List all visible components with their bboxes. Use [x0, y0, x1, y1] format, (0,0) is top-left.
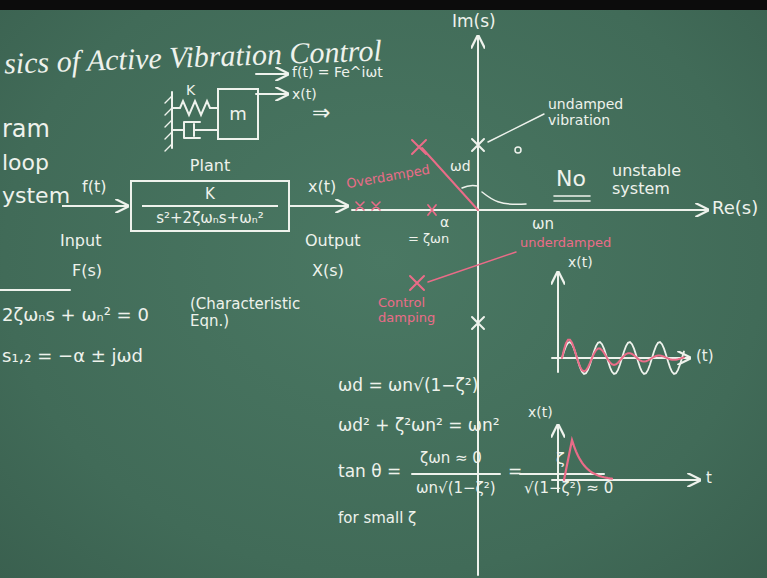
- chalk-label: s₁,₂ = −α ± jωd: [2, 346, 143, 367]
- chalk-label: K: [186, 82, 195, 98]
- pole-mark: [410, 276, 424, 290]
- chalk-label: f(t) = Fe^iωt: [292, 64, 383, 80]
- real-axis: [352, 209, 708, 211]
- chalk-label: ωd = ωn√(1−ζ²): [338, 376, 478, 396]
- chalk-label: ystem: [2, 183, 70, 208]
- pole-mark: [412, 140, 426, 154]
- chalk-label: √(1−ζ²) ≈ 0: [524, 480, 613, 497]
- chalk-label: Re(s): [712, 198, 758, 219]
- chalk-label: ωd: [450, 158, 471, 174]
- chalk-label: Input: [60, 232, 101, 250]
- chalk-label: ram: [2, 116, 50, 144]
- chalk-label: x(t): [292, 86, 317, 102]
- chalk-label: 2ζωₙs + ωₙ² = 0: [2, 305, 149, 326]
- underline: [554, 195, 590, 197]
- chalk-label: x(t): [528, 404, 553, 420]
- node-text: m: [219, 103, 257, 125]
- pole-mark: [356, 202, 380, 210]
- pink-chalk-label: Control damping: [378, 296, 452, 326]
- chalk-label: for small ζ: [338, 510, 416, 527]
- plant-box: PlantKs²+2ζωₙs+ωₙ²: [130, 180, 290, 232]
- chalk-label: x(t): [568, 254, 593, 270]
- chalk-label: Im(s): [452, 12, 496, 32]
- mass-box: m: [217, 88, 259, 140]
- chalk-dot: [515, 147, 521, 153]
- chalk-label: = ζωn: [408, 232, 449, 247]
- fraction-bar: [412, 473, 500, 475]
- leader-line: [488, 114, 544, 142]
- chalk-curve: [482, 192, 526, 204]
- block-heading: Plant: [132, 156, 288, 175]
- signal-arrow: [290, 205, 348, 207]
- chalk-label: ωd² + ζ²ωn² = ωn²: [338, 416, 500, 436]
- pole-mark: [472, 139, 484, 151]
- chalk-label: (Characteristic Eqn.): [190, 296, 300, 331]
- underline: [554, 200, 590, 202]
- chalk-label: F(s): [72, 262, 102, 280]
- pole-vector: [422, 148, 478, 210]
- chalk-label: ζ: [556, 450, 565, 468]
- divider-rule: [0, 289, 70, 291]
- displacement-arrow: [256, 93, 288, 95]
- node-text: K: [132, 185, 288, 203]
- damper-symbol: [172, 122, 217, 138]
- chalk-label: ωn√(1−ζ²): [416, 480, 496, 497]
- chalk-label: t: [706, 470, 712, 487]
- chalk-label: unstable system: [612, 162, 696, 199]
- node-text: s²+2ζωₙs+ωₙ²: [132, 209, 288, 227]
- angle-arc: [462, 185, 478, 188]
- chalk-label: ωn: [532, 216, 554, 233]
- chalk-label: α: [440, 214, 449, 230]
- force-arrow: [256, 73, 288, 75]
- chalk-label: undamped vibration: [548, 96, 644, 128]
- pink-chalk-label: Overdamped: [345, 163, 431, 192]
- pole-mark: [472, 317, 484, 329]
- top-band: [0, 0, 767, 10]
- decay-curve: [564, 440, 612, 480]
- pink-chalk-label: underdamped: [520, 236, 611, 251]
- fraction-bar: [142, 205, 278, 207]
- pole-mark: [428, 205, 436, 215]
- chalk-label: X(s): [312, 262, 344, 280]
- signal-arrow: [62, 205, 128, 207]
- chalk-label: loop: [2, 150, 49, 175]
- chalk-label: No: [556, 166, 586, 191]
- chalk-label: =: [508, 462, 522, 482]
- leader-line: [428, 252, 516, 282]
- chalk-label: f(t): [82, 178, 106, 196]
- chalk-label: x(t): [308, 178, 336, 196]
- spring-symbol: [172, 101, 217, 115]
- chalk-label: ζωn ≈ 0: [420, 450, 482, 467]
- chalk-label: (t): [696, 348, 714, 365]
- chalk-label: Output: [305, 232, 361, 250]
- wall-hatch: [165, 96, 172, 151]
- chalk-label: tan θ =: [338, 462, 401, 482]
- decay-curve: [562, 340, 684, 372]
- chalk-label: ⇒: [312, 100, 330, 125]
